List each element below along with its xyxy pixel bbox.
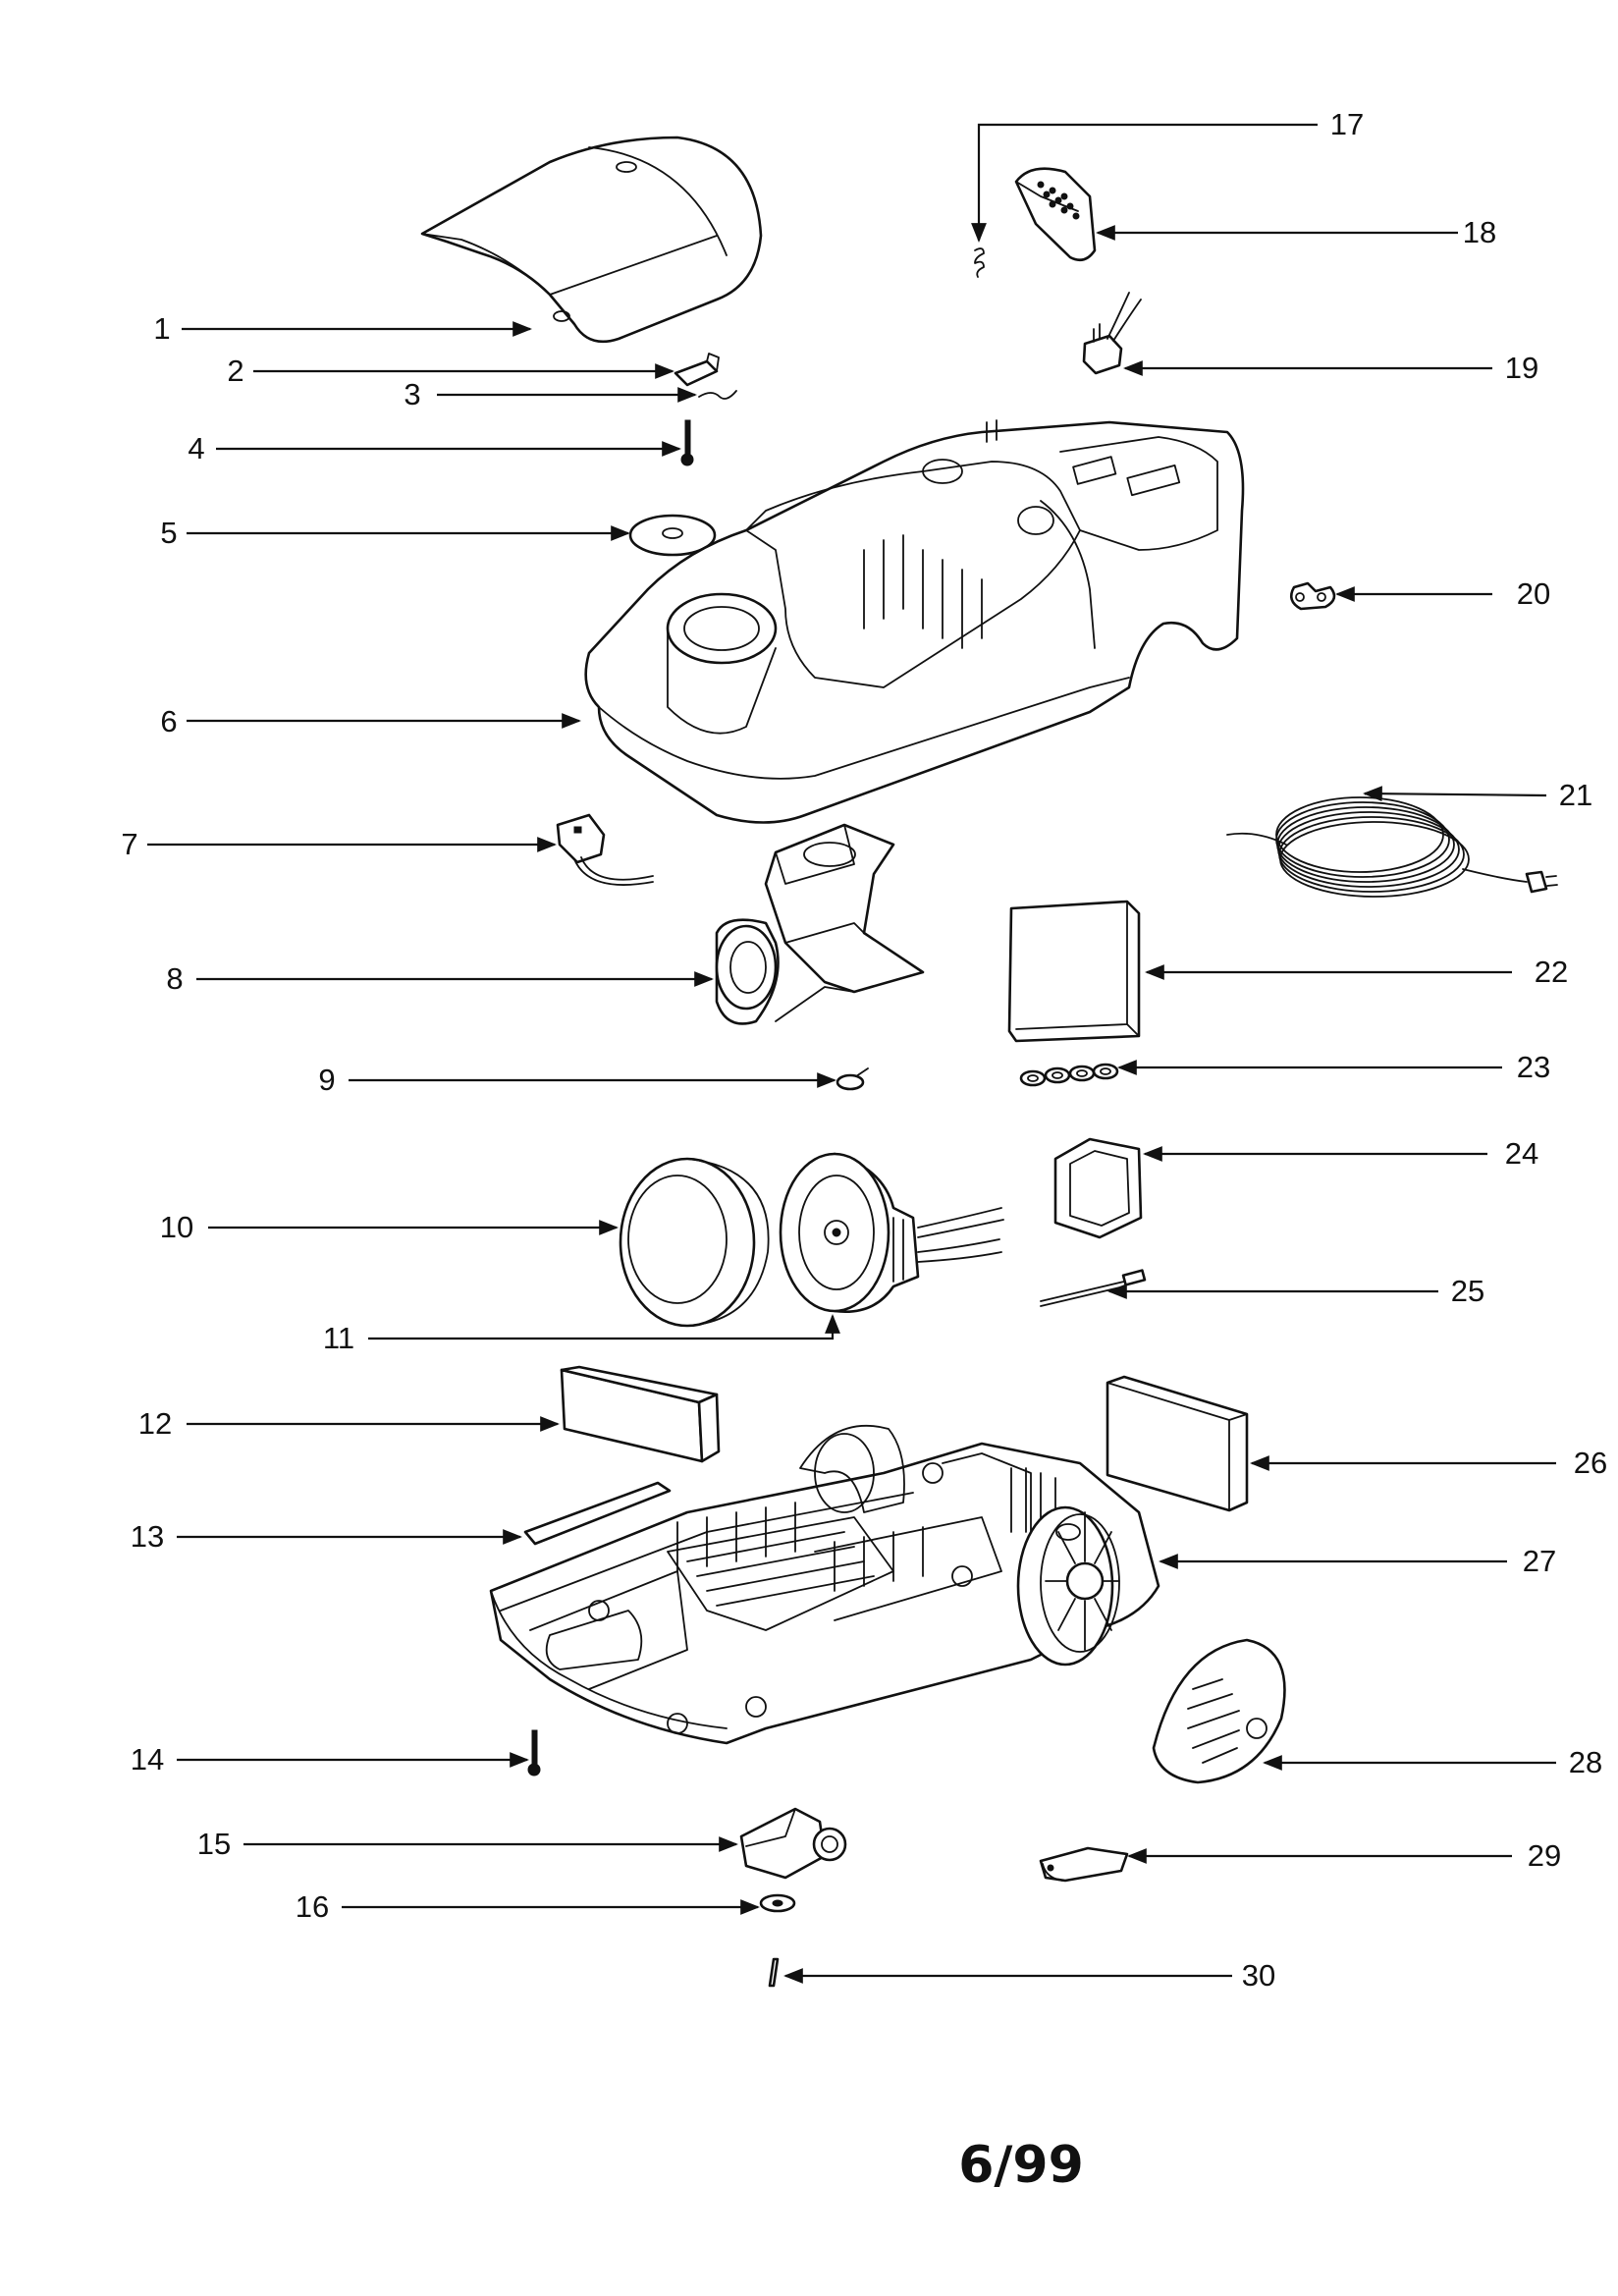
callout-3: 3	[404, 377, 420, 411]
callout-28: 28	[1569, 1745, 1602, 1779]
part-20-clip	[1289, 581, 1336, 611]
callout-labels: 1 2 3 4 5 6 7 8 9 10 11 12 13 14 15 16 1…	[121, 107, 1607, 1993]
callout-13: 13	[131, 1519, 164, 1554]
part-29-caster	[1039, 1846, 1129, 1883]
part-12-filter-pad	[560, 1365, 721, 1463]
part-6-hood-housing	[584, 419, 1245, 824]
callout-14: 14	[131, 1742, 164, 1777]
callout-11: 11	[323, 1321, 354, 1355]
callout-16: 16	[296, 1889, 329, 1924]
callout-18: 18	[1463, 215, 1496, 249]
part-19-switch	[1082, 292, 1142, 375]
leader-lines	[147, 123, 1556, 1984]
callout-24: 24	[1505, 1136, 1538, 1171]
part-5-washer	[628, 514, 717, 557]
callout-5: 5	[160, 516, 177, 550]
part-27-base-chassis	[489, 1424, 1160, 1745]
part-16-washer	[759, 1893, 796, 1913]
date-code: 6/99	[958, 2136, 1084, 2195]
part-9-clip-ring	[836, 1067, 869, 1091]
part-18-switch-button	[1014, 167, 1097, 262]
part-14-screw	[527, 1729, 541, 1777]
part-21-power-cord	[1226, 796, 1558, 898]
part-22-filter	[1007, 900, 1141, 1043]
part-2-latch	[674, 353, 720, 387]
part-28-wheel-cover	[1152, 1638, 1286, 1784]
callout-2: 2	[227, 354, 243, 388]
part-25-wire-lead	[1040, 1269, 1147, 1307]
part-15-caster	[739, 1807, 847, 1880]
part-13-seal-strip	[523, 1481, 672, 1546]
part-23-grommets	[1019, 1063, 1119, 1087]
callout-22: 22	[1535, 955, 1568, 989]
part-4-screw	[680, 419, 694, 466]
callout-21: 21	[1559, 778, 1592, 812]
callout-26: 26	[1574, 1446, 1607, 1480]
callout-27: 27	[1523, 1544, 1556, 1578]
part-30-pin	[768, 1957, 780, 1988]
callout-25: 25	[1451, 1274, 1484, 1308]
part-10-cap-ring	[619, 1157, 770, 1328]
part-26-filter	[1106, 1375, 1249, 1512]
callout-8: 8	[166, 961, 183, 996]
callout-4: 4	[188, 431, 204, 465]
callout-29: 29	[1528, 1838, 1561, 1873]
callout-6: 6	[160, 704, 177, 738]
callout-17: 17	[1330, 107, 1364, 141]
callout-12: 12	[138, 1406, 172, 1441]
part-17-spring	[974, 247, 985, 278]
callout-15: 15	[197, 1827, 231, 1861]
part-11-motor	[779, 1152, 1004, 1313]
callout-30: 30	[1242, 1958, 1275, 1993]
callout-9: 9	[318, 1063, 335, 1097]
part-8-air-duct	[715, 823, 925, 1025]
callout-10: 10	[160, 1210, 193, 1244]
part-24-gasket	[1053, 1137, 1143, 1239]
callout-19: 19	[1505, 351, 1538, 385]
callout-23: 23	[1517, 1050, 1550, 1084]
callout-7: 7	[121, 827, 137, 861]
callout-20: 20	[1517, 576, 1550, 611]
part-7-connector	[556, 813, 654, 886]
part-1-top-cover	[420, 136, 763, 344]
part-3-spring	[698, 390, 737, 400]
callout-1: 1	[153, 311, 170, 346]
